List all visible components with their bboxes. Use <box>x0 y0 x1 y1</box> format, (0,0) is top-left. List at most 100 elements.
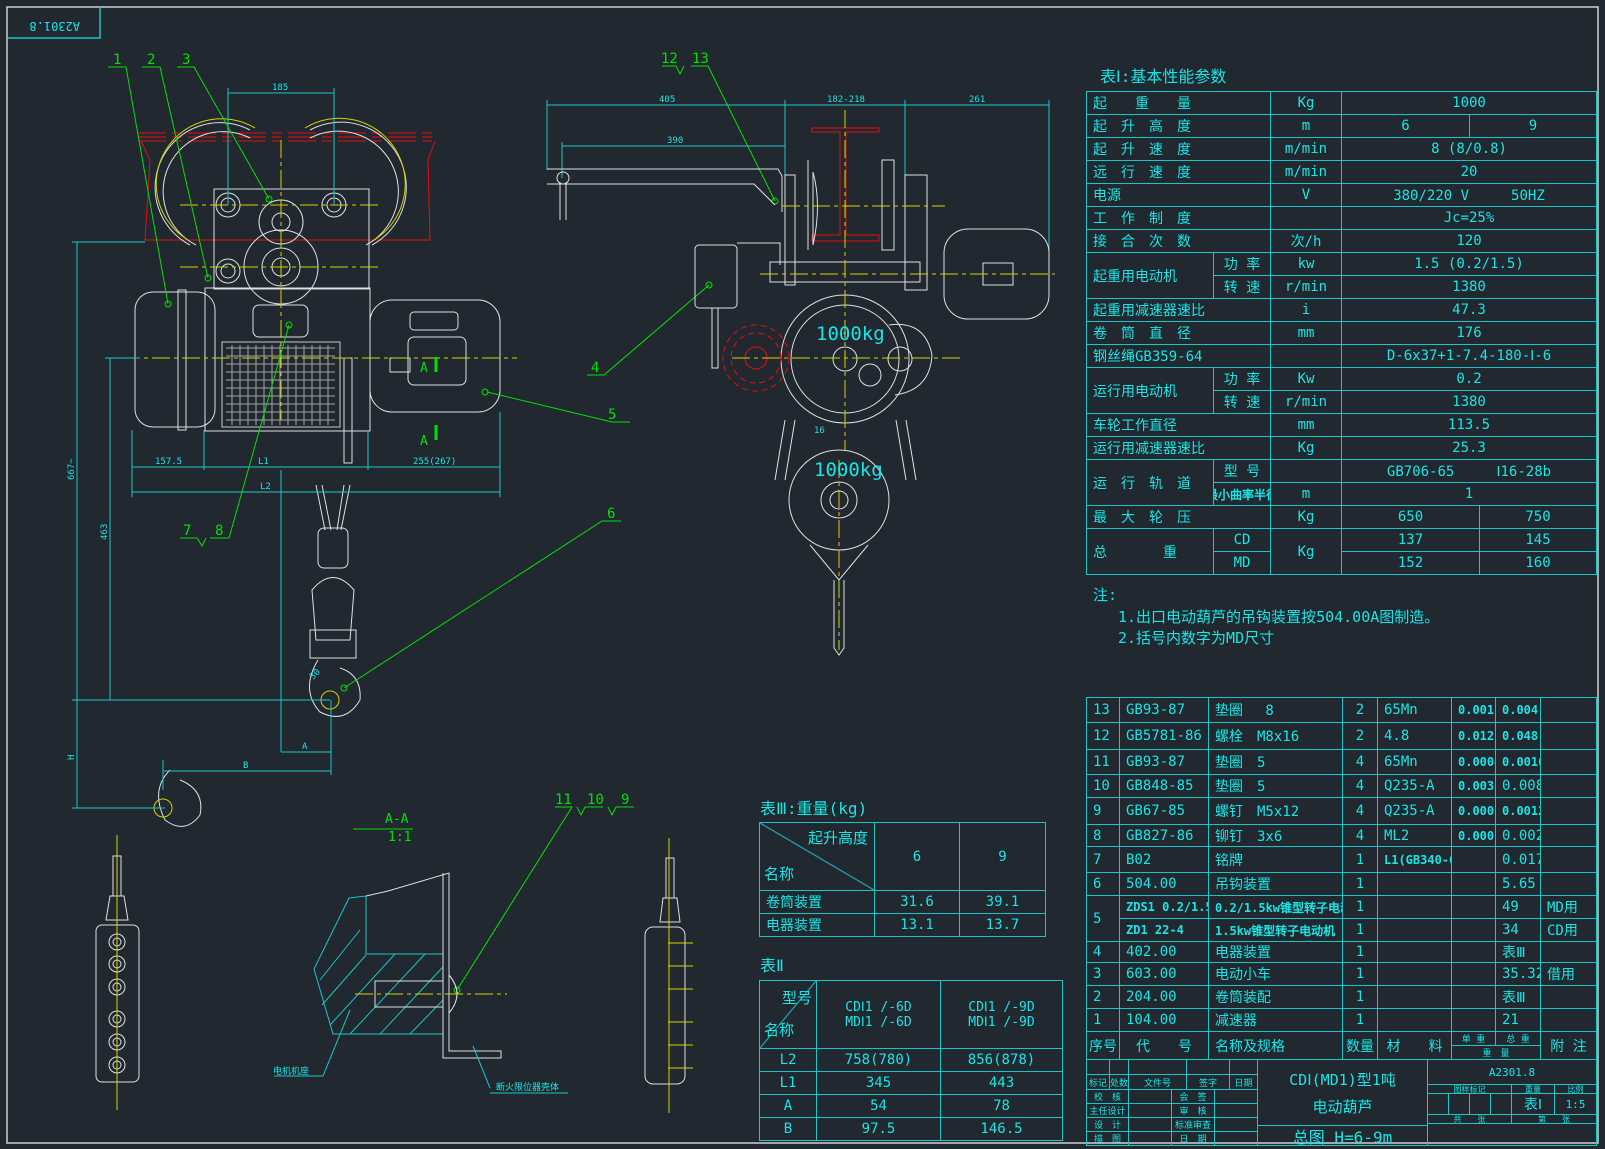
spec-value: 380/220 V 50HZ <box>1341 183 1597 207</box>
part-total-weight: 0.0016 <box>1495 749 1541 775</box>
dim-157-5: 157.5 <box>155 457 182 467</box>
signoff-value <box>1128 1089 1172 1104</box>
spec-unit: r/min <box>1270 390 1342 414</box>
table-3-title: 表Ⅲ:重量(kg) <box>760 799 868 818</box>
table-2-row-name: B <box>759 1117 817 1141</box>
dim-182-218: 182-218 <box>827 95 865 105</box>
part-note <box>1540 749 1597 775</box>
part-qty: 1 <box>1342 918 1378 942</box>
header-name: 名称及规格 <box>1208 1031 1343 1060</box>
spec-unit: m <box>1270 114 1342 138</box>
spec-sublabel: 最小曲率半径 <box>1213 482 1271 506</box>
header-code: 代 号 <box>1119 1031 1209 1060</box>
spec-label: 起重用减速器速比 <box>1086 298 1271 322</box>
spec-unit: 次/h <box>1270 229 1342 253</box>
spec-label: 运行用减速器速比 <box>1086 436 1271 460</box>
header-total-weight: 总 重 <box>1495 1031 1541 1046</box>
dim-667: 667~ <box>67 458 77 480</box>
spec-label: 接 合 次 数 <box>1086 229 1271 253</box>
spec-value: GB706-65 Ⅰ16-28b <box>1341 459 1597 483</box>
spec-label: 起 升 高 度 <box>1086 114 1271 138</box>
part-no: 9 <box>1086 797 1120 825</box>
header-no: 序号 <box>1086 1031 1120 1060</box>
section-mark-a-top: A <box>420 361 428 376</box>
signoff-label: 会 签 <box>1171 1089 1215 1104</box>
spec-value: 6 <box>1341 114 1470 138</box>
table-3-value: 39.1 <box>959 890 1046 914</box>
signoff-value <box>1214 1089 1258 1104</box>
dim-390: 390 <box>667 136 683 146</box>
drawing-border <box>6 6 1599 1144</box>
part-unit-weight <box>1451 872 1496 896</box>
part-note <box>1540 797 1597 825</box>
spec-unit: m <box>1270 482 1342 506</box>
signoff-label: 描 图 <box>1086 1131 1129 1146</box>
spec-unit: Kg <box>1270 91 1342 115</box>
spec-unit: mm <box>1270 413 1342 437</box>
signoff-value <box>1128 1103 1172 1118</box>
load-label-drum: 1000kg <box>816 323 885 345</box>
corner-bottom: 名称 <box>764 865 795 883</box>
dim-405: 405 <box>659 95 675 105</box>
signoff-label: 主任设计 <box>1086 1103 1129 1118</box>
spec-sublabel: 功 率 <box>1213 252 1271 276</box>
stamp-text: A2301.8 <box>29 19 80 33</box>
spec-value: 113.5 <box>1341 413 1597 437</box>
part-code: GB848-85 <box>1119 774 1209 798</box>
spec-sublabel: 转 速 <box>1213 275 1271 299</box>
part-unit-weight <box>1451 918 1496 942</box>
table-2-value: 78 <box>940 1094 1063 1118</box>
model-code: MDⅠ1 /-6D <box>845 1014 912 1030</box>
part-qty: 1 <box>1342 985 1378 1009</box>
title-block-blank <box>1427 1123 1597 1146</box>
signoff-value <box>1214 1131 1258 1146</box>
part-qty: 1 <box>1342 962 1378 986</box>
front-view: 185 157.5 L1 255(267) L2 667~ 463 H A B … <box>67 83 517 827</box>
spec-label: 钢丝绳GB359-64 <box>1086 344 1271 368</box>
spec-unit <box>1270 206 1342 230</box>
hoist-motor <box>369 299 501 413</box>
part-material <box>1377 1008 1452 1032</box>
spec-label: 电源 <box>1086 183 1271 207</box>
leader-1: 1 <box>113 52 121 68</box>
part-code: GB67-85 <box>1119 797 1209 825</box>
scale-value: 1:5 <box>1554 1093 1597 1115</box>
part-material: 65Mn <box>1377 697 1452 723</box>
revision-cell: 处数 <box>1109 1074 1129 1090</box>
table-3-corner: 起升高度名称 <box>759 822 875 891</box>
corner-bottom: 名称 <box>764 1021 795 1039</box>
header-note: 附 注 <box>1540 1031 1597 1060</box>
part-material: ML2 <box>1377 824 1452 847</box>
part-note <box>1540 774 1597 798</box>
spec-value: 176 <box>1341 321 1597 345</box>
spec-label: 卷 筒 直 径 <box>1086 321 1271 345</box>
spec-value: 47.3 <box>1341 298 1597 322</box>
part-total-weight: 35.32 <box>1495 962 1541 986</box>
part-total-weight: 21 <box>1495 1008 1541 1032</box>
section-mark-a-bottom: A <box>420 434 428 449</box>
part-no: 1 <box>1086 1008 1120 1032</box>
spec-label: 车轮工作直径 <box>1086 413 1271 437</box>
part-name: 电动小车 <box>1208 962 1343 986</box>
part-no: 8 <box>1086 824 1120 847</box>
part-code: GB5781-86 <box>1119 722 1209 750</box>
part-material <box>1377 962 1452 986</box>
leader-5: 5 <box>608 407 616 423</box>
limit-switch-box <box>694 244 738 309</box>
spec-label: 起 升 速 度 <box>1086 137 1271 161</box>
part-no: 4 <box>1086 941 1120 963</box>
part-note: CD用 <box>1540 918 1597 942</box>
part-qty: 1 <box>1342 846 1378 873</box>
section-scale: 1:1 <box>388 830 411 845</box>
signoff-label: 设 计 <box>1086 1117 1129 1132</box>
part-total-weight: 表Ⅲ <box>1495 941 1541 963</box>
part-unit-weight <box>1451 941 1496 963</box>
dim-a: A <box>302 742 308 752</box>
part-name: 螺钉 M5x12 <box>1208 797 1343 825</box>
spec-sublabel: 型 号 <box>1213 459 1271 483</box>
part-material <box>1377 941 1452 963</box>
part-note <box>1540 985 1597 1009</box>
revision-cell <box>1186 1059 1230 1075</box>
dim-261: 261 <box>969 95 985 105</box>
part-qty: 1 <box>1342 895 1378 919</box>
